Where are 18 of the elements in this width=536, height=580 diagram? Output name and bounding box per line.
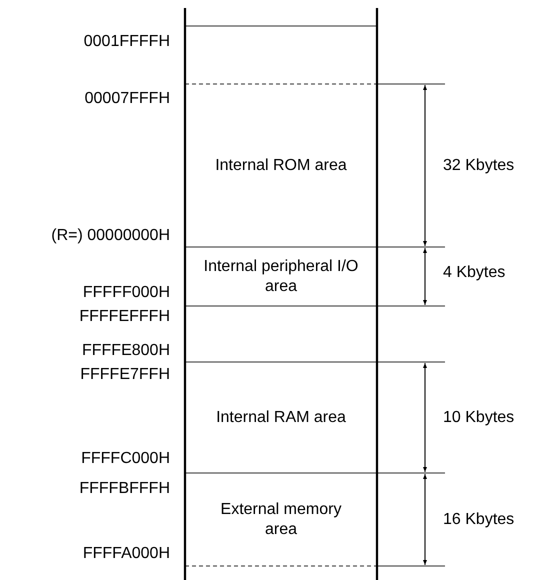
address-label: FFFFBFFFH [79, 480, 170, 498]
address-label: FFFFEFFFH [79, 308, 170, 326]
address-label: FFFFF000H [82, 284, 170, 302]
address-label: 00007FFFH [84, 90, 170, 108]
region-label: Internal ROM area [215, 156, 347, 176]
size-label: 32 Kbytes [443, 157, 514, 175]
region-label: Internal peripheral I/O area [202, 256, 360, 296]
size-label: 16 Kbytes [443, 511, 514, 529]
region-label: Internal RAM area [216, 408, 346, 428]
address-label: FFFFE800H [82, 342, 170, 360]
address-label: (R=) 00000000H [51, 227, 170, 245]
address-label: 0001FFFFH [84, 33, 170, 51]
size-label: 4 Kbytes [443, 264, 506, 282]
address-label: FFFFE7FFH [80, 366, 170, 384]
address-label: FFFFA000H [82, 545, 170, 563]
size-label: 10 Kbytes [443, 409, 514, 427]
address-label: FFFFC000H [81, 450, 170, 468]
region-label: External memory area [220, 500, 342, 540]
